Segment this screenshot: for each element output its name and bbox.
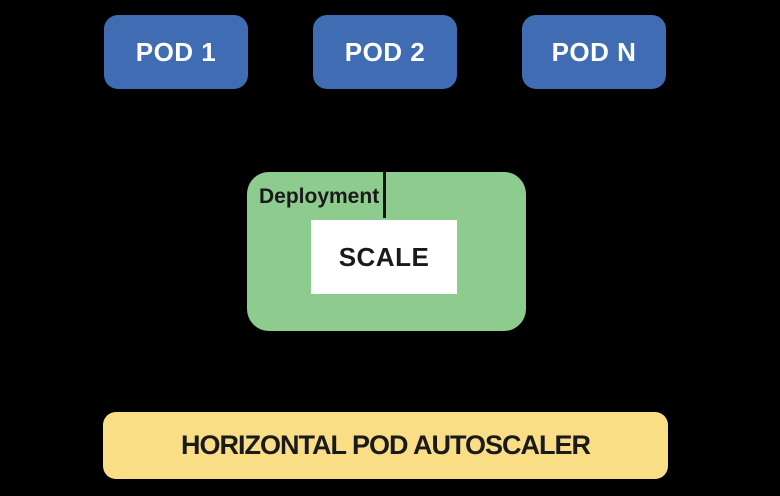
horizontal-pod-autoscaler-node: HORIZONTAL POD AUTOSCALER [103, 412, 668, 479]
pod-1-node: POD 1 [104, 15, 248, 89]
pod-connector-line [383, 172, 386, 218]
pod-2-label: POD 2 [344, 36, 426, 67]
pod-1-label: POD 1 [135, 36, 217, 67]
horizontal-pod-autoscaler-label: HORIZONTAL POD AUTOSCALER [180, 430, 591, 460]
scale-box: SCALE [311, 220, 457, 294]
pod-2-node: POD 2 [313, 15, 457, 89]
pod-n-node: POD N [522, 15, 666, 89]
deployment-node: Deployment SCALE [247, 172, 526, 331]
pod-n-label: POD N [551, 36, 637, 67]
scale-label: SCALE [338, 241, 430, 272]
deployment-label: Deployment [259, 185, 380, 208]
